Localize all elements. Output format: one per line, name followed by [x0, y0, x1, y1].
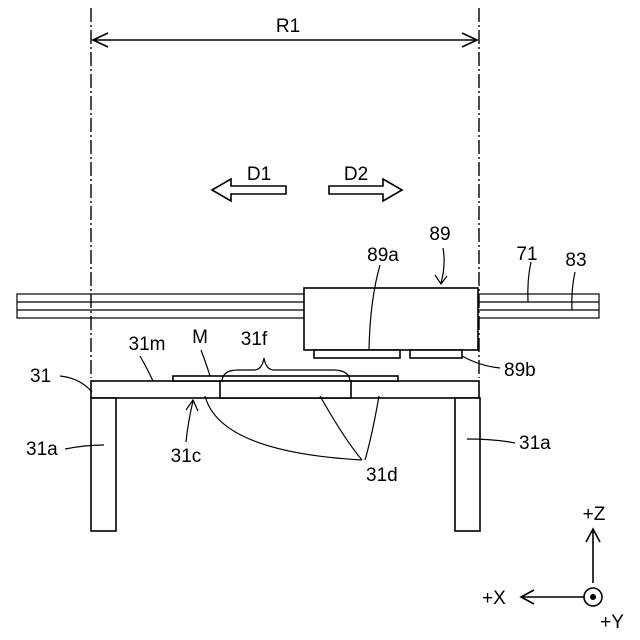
label-31m: 31m [129, 334, 166, 355]
table-leg-right [455, 398, 480, 531]
head-89b [410, 350, 462, 358]
carriage-89 [304, 288, 478, 350]
label-71: 71 [516, 244, 537, 265]
label-89a: 89a [367, 245, 399, 266]
axes-indicator [521, 529, 602, 606]
label-89: 89 [429, 224, 450, 245]
label-m: M [192, 327, 208, 348]
d2-label: D2 [344, 164, 368, 185]
d1-label: D1 [247, 164, 271, 185]
axis-z-label: +Z [583, 504, 606, 525]
label-31: 31 [30, 366, 51, 387]
head-89a [314, 350, 400, 358]
label-31c: 31c [171, 446, 202, 467]
label-31a-left: 31a [26, 439, 58, 460]
table-leg-left [91, 398, 116, 531]
r1-label: R1 [276, 16, 300, 37]
axis-x-label: +X [482, 588, 506, 609]
label-31f: 31f [241, 329, 268, 350]
axis-y-label: +Y [600, 612, 624, 633]
label-89b: 89b [504, 360, 536, 381]
label-83: 83 [565, 250, 586, 271]
label-31d: 31d [366, 465, 398, 486]
label-31a-right: 31a [519, 433, 551, 454]
block-31f [220, 381, 351, 398]
